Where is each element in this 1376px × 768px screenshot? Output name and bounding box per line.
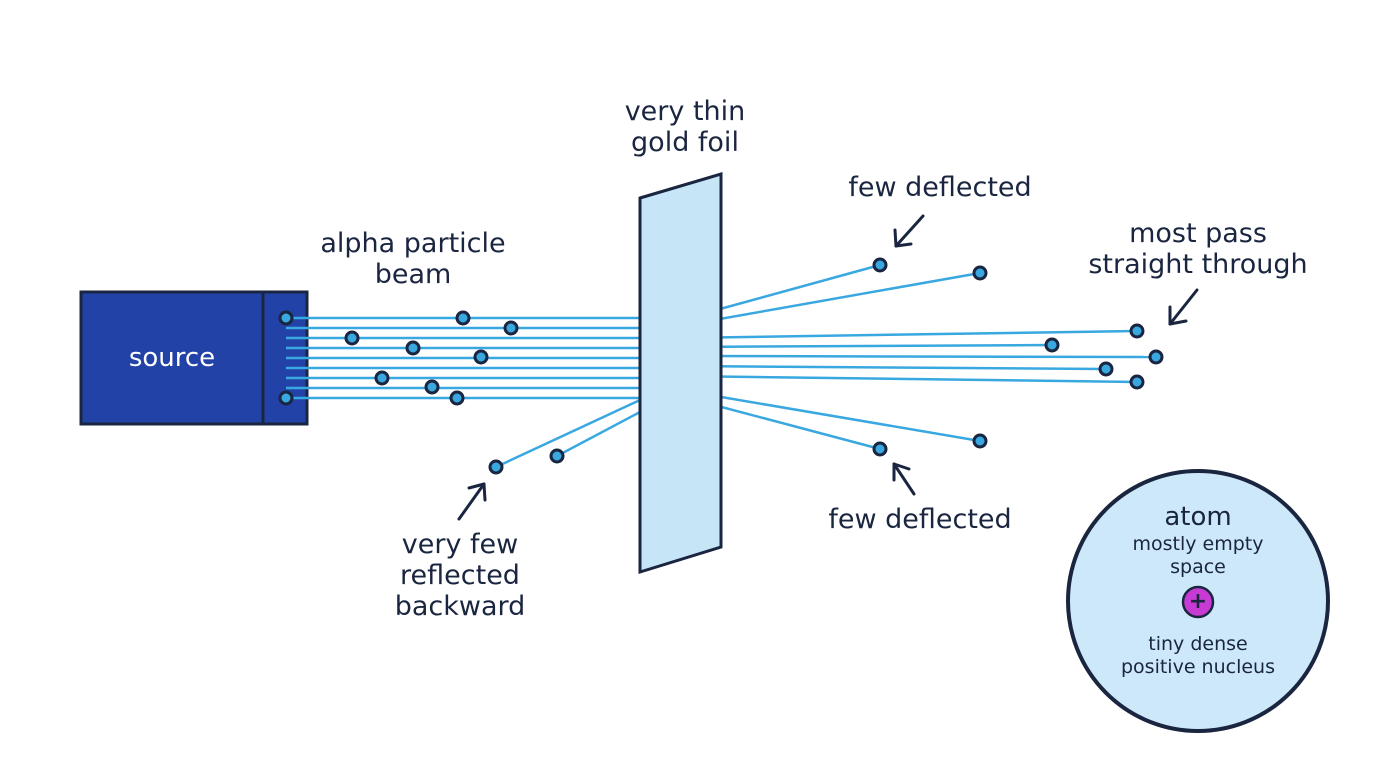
particle — [455, 310, 471, 326]
particle — [1129, 323, 1145, 339]
particle — [278, 310, 294, 326]
gold-foil — [638, 171, 723, 575]
nucleus-symbol: + — [1188, 589, 1208, 614]
source-label: source — [128, 343, 216, 373]
particle — [488, 459, 504, 475]
particle — [473, 349, 489, 365]
particle — [405, 340, 421, 356]
particle — [278, 390, 294, 406]
particle — [424, 379, 440, 395]
particle — [374, 370, 390, 386]
particle — [972, 433, 988, 449]
particle — [344, 330, 360, 346]
arrow-reflected — [457, 482, 487, 521]
particle — [872, 257, 888, 273]
particle — [972, 265, 988, 281]
deflected-bottom-label: few deflected — [828, 504, 1012, 535]
nucleus-icon — [1181, 585, 1215, 619]
reflected-beam — [495, 398, 641, 469]
arrow-deflected-bottom — [892, 462, 916, 496]
source-box — [79, 290, 309, 426]
particle — [1098, 361, 1114, 377]
particle — [1044, 337, 1060, 353]
atom-title: atom — [1164, 502, 1232, 532]
arrow-deflected-top — [893, 214, 925, 248]
outgoing-beam — [679, 263, 1157, 451]
particle — [549, 448, 565, 464]
particle — [872, 441, 888, 457]
deflected-top-label: few deflected — [848, 172, 1032, 203]
particle — [1148, 349, 1164, 365]
arrow-straight — [1168, 288, 1199, 326]
particle — [503, 320, 519, 336]
incoming-beam — [286, 316, 640, 400]
particle — [449, 390, 465, 406]
particles — [278, 257, 1164, 475]
particle — [1129, 374, 1145, 390]
